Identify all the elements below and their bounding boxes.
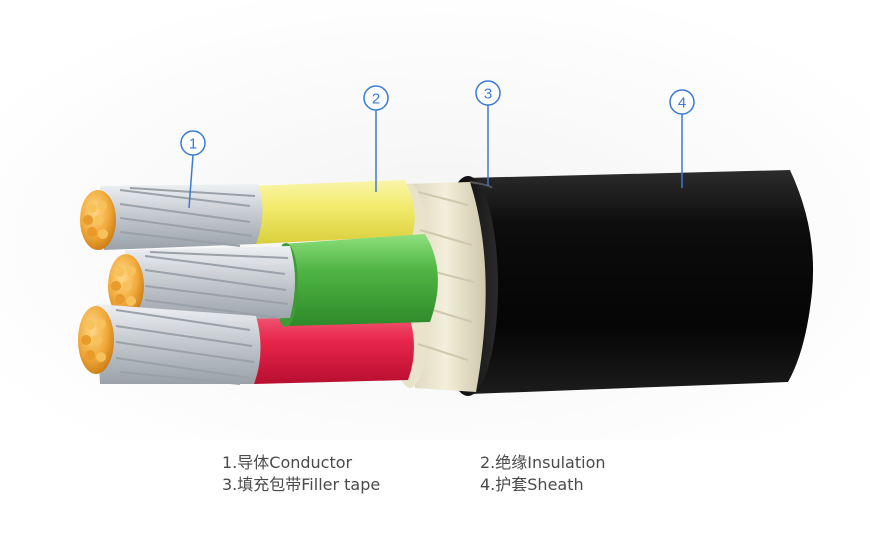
legend-row-2: 3.填充包带Filler tape 4.护套Sheath xyxy=(222,474,682,496)
insulation-red-core xyxy=(250,312,414,384)
cable-cross-section-diagram: 1 2 3 4 xyxy=(0,0,870,440)
callout-3-number: 3 xyxy=(484,86,492,103)
legend-row-1: 1.导体Conductor 2.绝缘Insulation xyxy=(222,452,682,474)
legend: 1.导体Conductor 2.绝缘Insulation 3.填充包带Fille… xyxy=(222,452,682,496)
conductor-middle xyxy=(108,246,295,322)
callout-1-number: 1 xyxy=(189,136,197,153)
insulation-yellow-core xyxy=(250,180,415,244)
callout-2-number: 2 xyxy=(372,91,380,108)
insulation-green-core xyxy=(274,234,438,327)
copper-core-lower xyxy=(78,306,114,374)
legend-insulation: 2.绝缘Insulation xyxy=(480,453,606,472)
legend-sheath: 4.护套Sheath xyxy=(480,475,584,494)
copper-core-middle xyxy=(108,254,144,318)
callout-4: 4 xyxy=(669,89,695,188)
callout-2: 2 xyxy=(363,85,389,192)
conductor-lower xyxy=(78,304,261,385)
conductor-upper xyxy=(80,184,263,250)
legend-filler-tape: 3.填充包带Filler tape xyxy=(222,475,381,494)
callout-3: 3 xyxy=(475,80,501,186)
callout-4-number: 4 xyxy=(678,95,686,112)
legend-conductor: 1.导体Conductor xyxy=(222,453,353,472)
callout-1: 1 xyxy=(180,130,206,209)
sheath xyxy=(438,170,814,396)
copper-core-upper xyxy=(80,190,116,250)
